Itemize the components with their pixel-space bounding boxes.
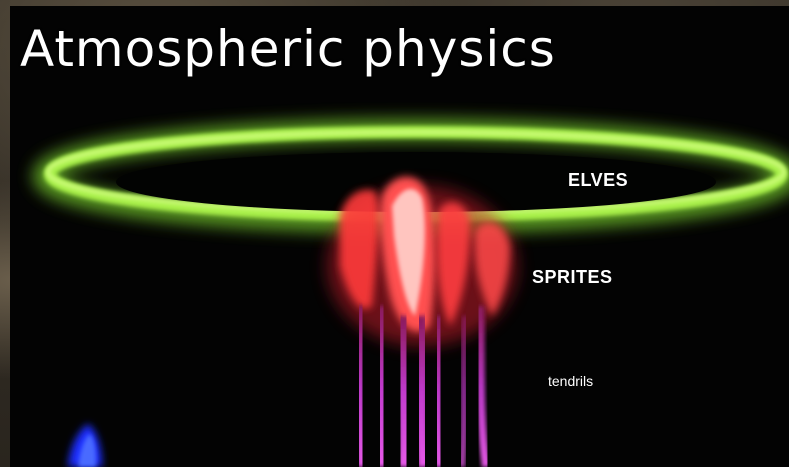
tendrils-label: tendrils [548,374,593,388]
slide-title: Atmospheric physics [20,24,556,74]
sprites-label: SPRITES [532,268,613,286]
elves-label: ELVES [568,171,628,189]
tendrils-streaks [360,306,486,467]
blue-jet [68,424,102,467]
